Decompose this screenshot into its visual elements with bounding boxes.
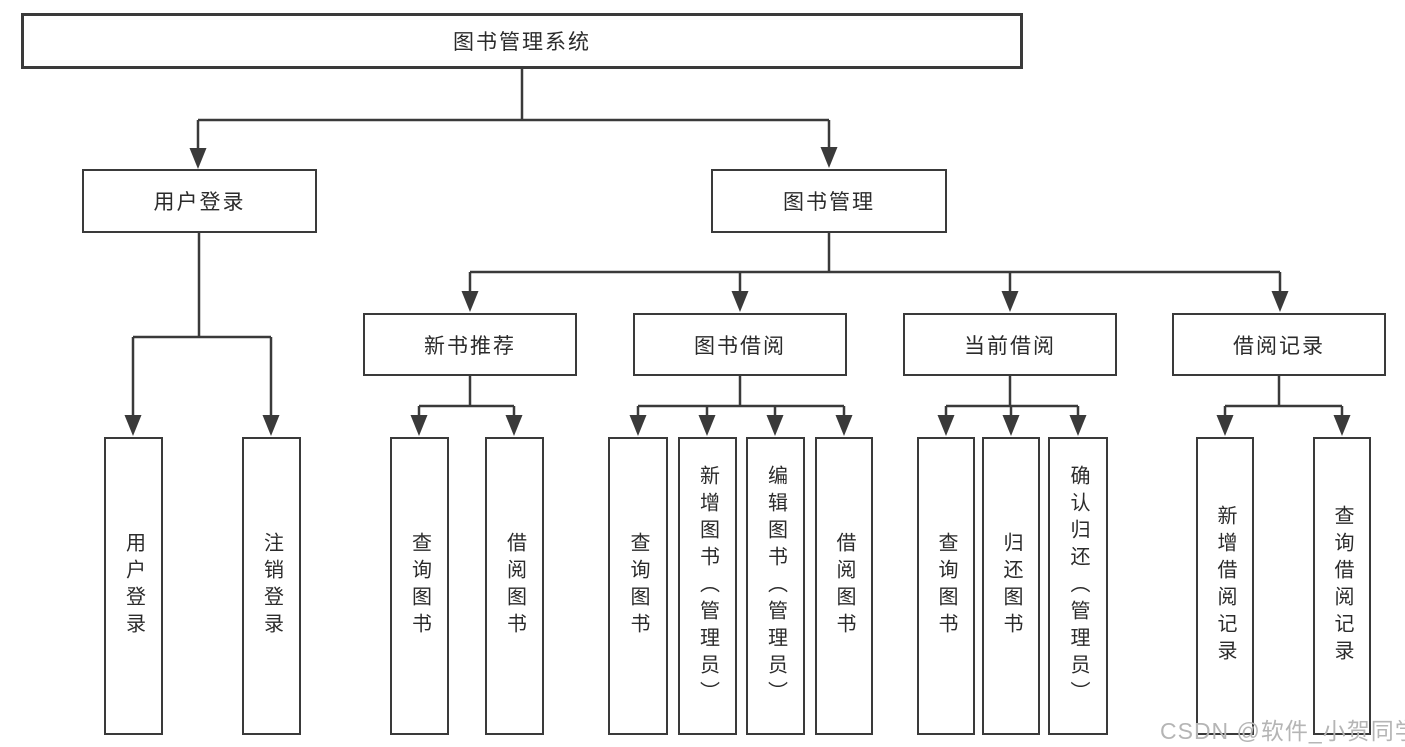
node-new-book-recommend: 新书推荐	[363, 313, 577, 376]
leaf-confirm-return-admin: 确认归还（管理员）	[1048, 437, 1108, 735]
node-book-management: 图书管理	[711, 169, 947, 233]
csdn-watermark: CSDN @软件_小贺同学	[1160, 718, 1405, 744]
leaf-label: 新增图书（管理员）	[696, 464, 719, 708]
leaf-edit-book-admin: 编辑图书（管理员）	[746, 437, 805, 735]
node-borrow-records: 借阅记录	[1172, 313, 1386, 376]
leaf-label: 用户登录	[122, 532, 145, 640]
leaf-query-books-3: 查询图书	[917, 437, 975, 735]
node-current-borrow: 当前借阅	[903, 313, 1117, 376]
node-root: 图书管理系统	[21, 13, 1023, 69]
leaf-label: 归还图书	[1000, 532, 1022, 640]
leaf-borrow-books-2: 借阅图书	[815, 437, 873, 735]
leaf-add-book-admin: 新增图书（管理员）	[678, 437, 737, 735]
node-user-login: 用户登录	[82, 169, 317, 233]
leaf-borrow-books-1: 借阅图书	[485, 437, 544, 735]
leaf-label: 查询图书	[408, 532, 431, 640]
leaf-add-borrow-record: 新增借阅记录	[1196, 437, 1254, 735]
leaf-label: 注销登录	[260, 532, 283, 640]
leaf-query-borrow-record: 查询借阅记录	[1313, 437, 1371, 735]
leaf-user-login: 用户登录	[104, 437, 163, 735]
leaf-label: 确认归还（管理员）	[1067, 464, 1089, 708]
leaf-label: 查询图书	[935, 532, 957, 640]
leaf-label: 新增借阅记录	[1214, 505, 1236, 667]
leaf-return-book: 归还图书	[982, 437, 1040, 735]
leaf-logout: 注销登录	[242, 437, 301, 735]
leaf-label: 借阅图书	[833, 532, 855, 640]
node-book-borrow: 图书借阅	[633, 313, 847, 376]
leaf-query-books-2: 查询图书	[608, 437, 668, 735]
leaf-query-books-1: 查询图书	[390, 437, 449, 735]
leaf-label: 借阅图书	[503, 532, 526, 640]
leaf-label: 查询借阅记录	[1331, 505, 1353, 667]
leaf-label: 查询图书	[627, 532, 649, 640]
leaf-label: 编辑图书（管理员）	[764, 464, 787, 708]
